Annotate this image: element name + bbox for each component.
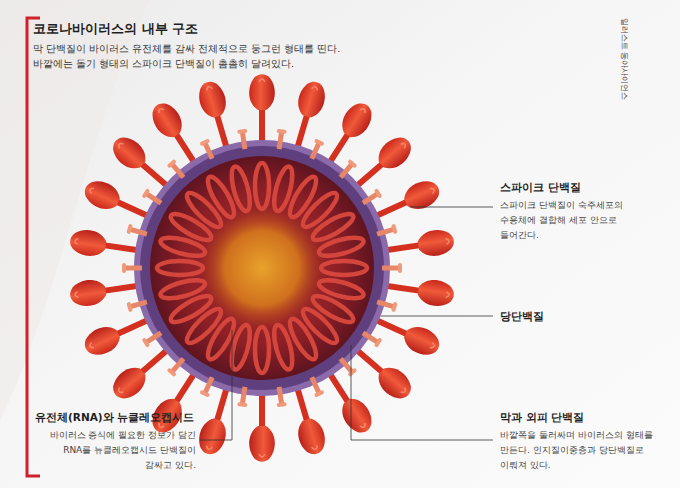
callout-heading: 막과 외피 단백질 — [500, 410, 650, 424]
callout-heading: 당단백질 — [500, 309, 620, 323]
callout-heading: 유전체(RNA)와 뉴클레오캡시드 — [35, 410, 225, 424]
credit-text: 일러스트 동아사이언스 — [619, 17, 629, 101]
callout-heading: 스파이크 단백질 — [500, 180, 650, 194]
callout-body: 바이러스 증식에 필요한 정보가 담긴 RNA를 뉴클레오캡시드 단백질이 감싸… — [36, 428, 196, 473]
subtitle-text: 막 단백질이 바이러스 유전체를 감싸 전체적으로 둥그런 형태를 띤다. 바깥… — [33, 41, 353, 71]
diagram-title: 코로나바이러스의 내부 구조 — [33, 20, 433, 38]
callout-body: 바깥쪽을 둘러싸며 바이러스의 형태를 만든다. 인지질이중층과 당단백질로 이… — [500, 428, 672, 473]
callout-body: 스파이크 단백질이 숙주세포의 수용체에 결합해 세포 안으로 들어간다. — [500, 198, 632, 243]
